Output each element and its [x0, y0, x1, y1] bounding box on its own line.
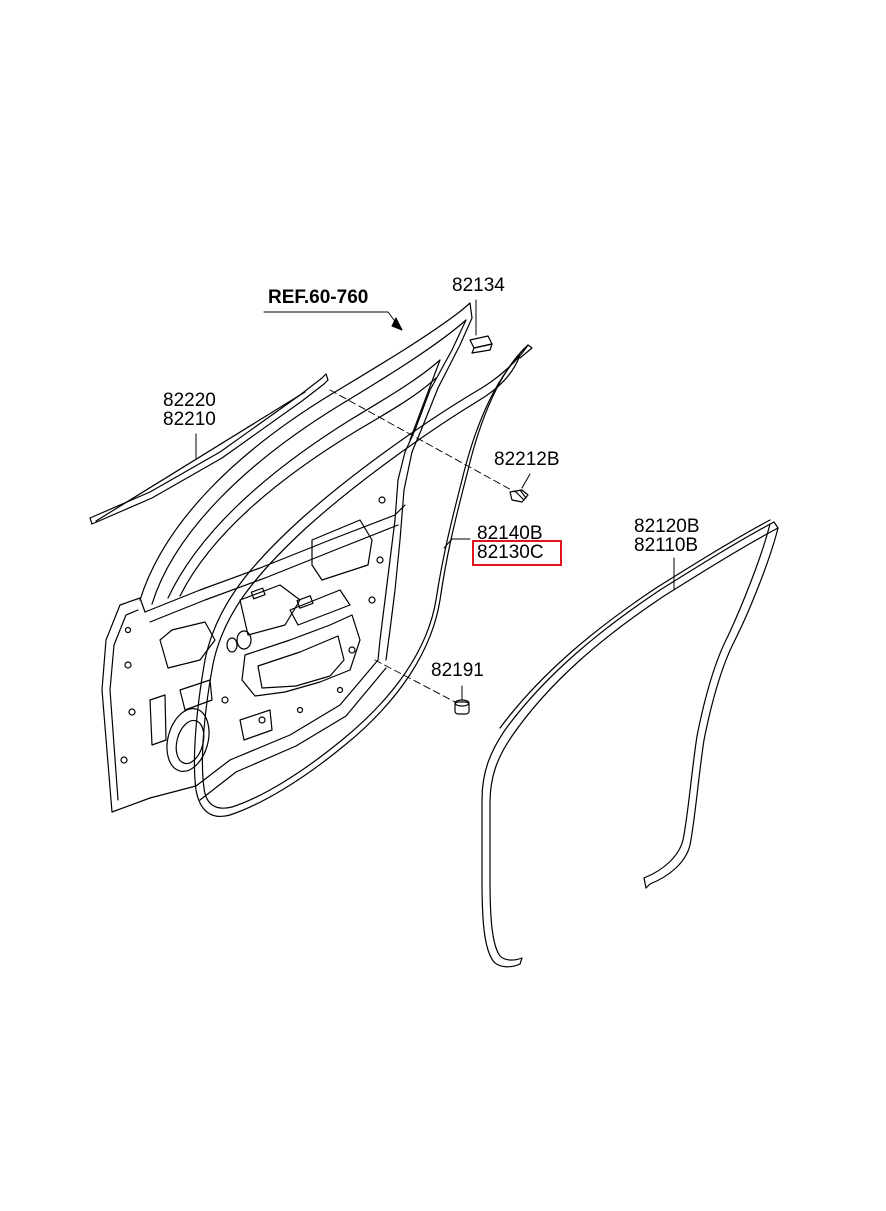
belt-moulding-strip-drawing	[89, 373, 329, 525]
part-label-82212B[interactable]: 82212B	[494, 449, 560, 470]
bumper-82191-drawing	[454, 699, 470, 715]
part-label-82140B[interactable]: 82140B	[477, 523, 543, 544]
door-panel-drawing	[101, 302, 473, 813]
part-label-82210[interactable]: 82210	[163, 409, 216, 430]
part-label-82220[interactable]: 82220	[163, 390, 216, 411]
part-label-82110B[interactable]: 82110B	[634, 535, 699, 556]
clip-82134-drawing	[469, 335, 493, 354]
dashed-reference-lines	[329, 389, 516, 703]
highlight-box-82130C	[472, 540, 562, 566]
part-label-82120B[interactable]: 82120B	[634, 516, 700, 537]
ref-label[interactable]: REF.60-760	[268, 287, 369, 308]
body-weatherstrip-drawing	[481, 519, 779, 968]
door-weatherstrip-drawing	[193, 344, 533, 817]
part-label-82134[interactable]: 82134	[452, 275, 505, 296]
leader-lines	[195, 299, 675, 701]
part-label-82130C[interactable]: 82130C	[477, 542, 544, 563]
part-label-82191[interactable]: 82191	[431, 660, 484, 681]
screw-82212B-drawing	[509, 489, 529, 503]
